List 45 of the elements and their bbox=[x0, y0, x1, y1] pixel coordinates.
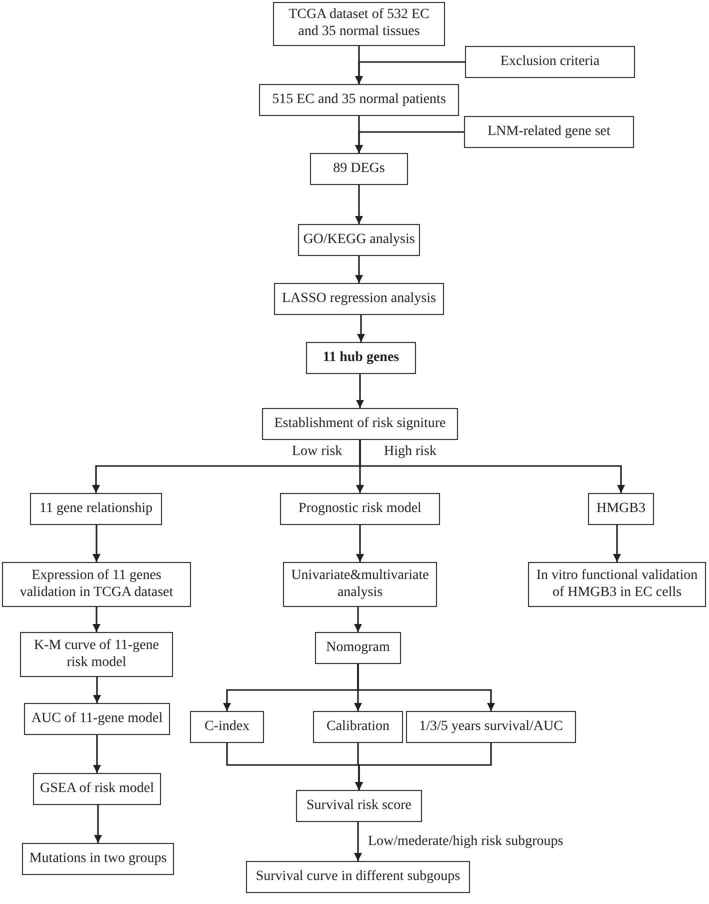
arrow bbox=[355, 256, 363, 283]
arrow bbox=[355, 131, 464, 153]
process-box: TCGA dataset of 532 EC and 35 normal tissues bbox=[273, 2, 445, 46]
process-box: C-index bbox=[190, 711, 264, 743]
process-box: 1/3/5 years survival/AUC bbox=[406, 711, 576, 743]
process-box: K-M curve of 11-gene risk model bbox=[20, 632, 173, 677]
process-box: Expression of 11 genes validation in TCGA dataset bbox=[2, 562, 191, 607]
arrow bbox=[92, 525, 100, 562]
process-box: 515 EC and 35 normal patients bbox=[259, 84, 459, 116]
process-box: HMGB3 bbox=[588, 493, 654, 525]
arrow bbox=[355, 61, 465, 84]
arrow bbox=[356, 374, 364, 408]
process-box: GSEA of risk model bbox=[33, 773, 161, 805]
arrow bbox=[357, 664, 495, 711]
arrow bbox=[93, 677, 101, 703]
process-box: Survival risk score bbox=[296, 790, 422, 822]
process-box: GO/KEGG analysis bbox=[298, 224, 420, 256]
arrow bbox=[356, 525, 364, 562]
process-box: Survival curve in different subgoups bbox=[246, 861, 470, 893]
process-box: LNM-related gene set bbox=[464, 116, 634, 148]
process-box: 11 hub genes bbox=[306, 342, 416, 374]
arrow bbox=[94, 805, 102, 843]
arrow bbox=[613, 525, 621, 562]
arrow bbox=[355, 185, 363, 224]
process-box: Mutations in two groups bbox=[22, 843, 174, 875]
process-box: Nomogram bbox=[315, 632, 401, 664]
arrow bbox=[92, 607, 100, 632]
process-box: In vitro functional validation of HMGB3 in EC cells bbox=[528, 562, 706, 607]
process-box: Prognostic risk model bbox=[280, 493, 440, 525]
process-box: Establishment of risk signiture bbox=[262, 408, 458, 440]
process-box: Calibration bbox=[313, 711, 403, 743]
arrow bbox=[355, 743, 492, 790]
arrow bbox=[359, 440, 625, 493]
arrow bbox=[354, 607, 362, 632]
edge-label: Low/mederate/high risk subgroups bbox=[366, 834, 566, 850]
edge-label: High risk bbox=[382, 444, 438, 460]
process-box: Exclusion criteria bbox=[465, 46, 635, 78]
arrow bbox=[357, 315, 365, 342]
process-box: 11 gene relationship bbox=[30, 493, 162, 525]
process-box: Univariate&multivariate analysis bbox=[283, 562, 437, 607]
arrow bbox=[354, 822, 362, 861]
process-box: 89 DEGs bbox=[310, 153, 408, 185]
arrow bbox=[93, 735, 101, 773]
process-box: AUC of 11-gene model bbox=[24, 703, 170, 735]
process-box: LASSO regression analysis bbox=[274, 283, 444, 315]
